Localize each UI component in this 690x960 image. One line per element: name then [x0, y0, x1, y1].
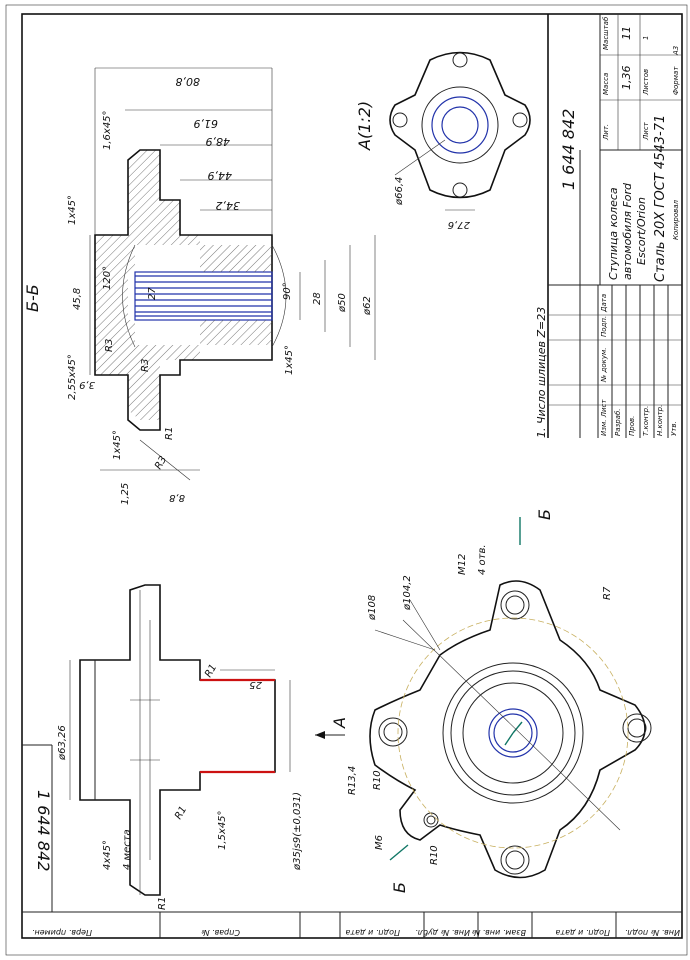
phi-50: ø50 — [337, 293, 348, 313]
dim-8-8: 8,8 — [169, 492, 185, 503]
dim-4x45: 4x45° — [102, 840, 113, 870]
radius-r7: R7 — [602, 586, 613, 600]
col-podp: Подп. — [600, 316, 608, 337]
arrow-b-lower-label: Б — [390, 882, 409, 893]
four-holes: 4 отв. — [477, 544, 488, 575]
phi-66-4: ø66,4 — [394, 177, 405, 206]
sheet-label: Лист — [642, 121, 650, 141]
dim-61-9: 61,9 — [194, 117, 219, 130]
dim-25: 25 — [249, 679, 262, 690]
detail-label: А(1:2) — [355, 101, 374, 151]
format-label: Формат — [672, 66, 680, 95]
sheets-value: 1 — [642, 36, 650, 40]
section-label: Б-Б — [23, 284, 42, 312]
dim-45-8: 45,8 — [72, 288, 83, 310]
angle-120: 120° — [102, 266, 113, 290]
inner-frame — [21, 13, 683, 939]
dim-3-9: 3,9 — [79, 379, 95, 390]
dim-2-55x45: 2,55x45° — [67, 354, 78, 400]
row-utv: Утв. — [670, 421, 678, 436]
row-tkontr: Т.контр. — [642, 406, 650, 436]
title-line-3: Escort/Orion — [635, 197, 648, 265]
title-block: 1 644 842 Ступица колеса автомобиля Ford… — [547, 14, 682, 438]
left-strip-sprav: Справ. № — [201, 928, 240, 937]
note-splines: 1. Число шлицев Z=23 — [535, 307, 548, 438]
arrow-a-label: А — [330, 717, 349, 729]
thread-m12: M12 — [457, 554, 468, 575]
thread-m6: M6 — [374, 835, 385, 850]
strip-inv-podl: Инв. № подл. — [625, 928, 680, 937]
row-nkontr: Н.контр. — [656, 405, 664, 436]
section-view-bb: Б-Б — [23, 67, 376, 505]
radius-r3-c: R3 — [153, 454, 169, 471]
mass-label: Масса — [602, 73, 610, 95]
outer-frame — [5, 4, 688, 956]
arrow-b-label: Б — [535, 509, 554, 520]
radius-r3-a: R3 — [104, 339, 115, 352]
radius-r1-d: R1 — [157, 897, 168, 910]
dim-27-6: 27,6 — [448, 219, 470, 230]
radius-r1-b: R1 — [203, 662, 219, 679]
dim-1x45-mid: 1x45° — [284, 345, 295, 375]
sheets-label: Листов — [642, 69, 650, 96]
radius-r10-a: R10 — [372, 770, 383, 790]
phi-63-26: ø63,26 — [57, 725, 68, 761]
detail-view-a: А(1:2) ø66,4 27,6 — [355, 51, 531, 230]
lit-label: Лит. — [602, 124, 610, 141]
material: Сталь 20Х ГОСТ 4543-71 — [653, 115, 668, 282]
bottom-strip: Перв. примен. Справ. № Подп. и дата Инв.… — [22, 911, 682, 938]
strip-podp-data-2: Подп. и дата — [555, 928, 610, 937]
dim-34-2: 34,2 — [216, 199, 241, 212]
side-view: ø63,26 R1 25 R1 1,5x45° ø35js9(±0,031) 4… — [57, 584, 349, 910]
row-izm: Изм. Лист — [600, 399, 608, 436]
phi-104-2: ø104,2 — [402, 575, 413, 611]
dim-1-5x45: 1,5x45° — [217, 810, 228, 850]
strip-podp-data-1: Подп. и дата — [345, 928, 400, 937]
row-razrab: Разраб. — [614, 408, 622, 436]
row-prov: Пров. — [628, 416, 636, 436]
left-strip-perv: Перв. примен. — [32, 928, 92, 937]
dim-27: 27 — [147, 287, 158, 300]
format-value: А3 — [672, 46, 680, 56]
phi-62: ø62 — [362, 296, 373, 316]
radius-r13-4: R13,4 — [347, 766, 358, 795]
radius-r3-b: R3 — [140, 359, 151, 372]
dim-80-8: 80,8 — [176, 75, 201, 88]
dim-1-6x45: 1,6x45° — [102, 110, 113, 150]
copied-label: Копировал — [672, 199, 680, 240]
phi-35: ø35js9(±0,031) — [292, 792, 303, 871]
scale-label: Масштаб — [602, 16, 610, 50]
front-view: ø108 ø104,2 M12 4 отв. R7 R13,4 R10 M6 R… — [347, 509, 652, 893]
title-line-1: Ступица колеса — [607, 187, 620, 280]
drawing-number: 1 644 842 — [559, 109, 578, 190]
dim-1-25: 1,25 — [120, 483, 131, 505]
col-data: Дата — [600, 294, 608, 313]
dim-44-9: 44,9 — [208, 169, 233, 182]
phi-108: ø108 — [367, 595, 378, 621]
drawing-number-rotated: 1 644 842 — [34, 790, 53, 871]
radius-r10-b: R10 — [429, 845, 440, 865]
radius-r1: R1 — [164, 427, 175, 440]
dim-1x45-top: 1x45° — [67, 195, 78, 225]
dim-1x45-low: 1x45° — [112, 430, 123, 460]
scale-value: 11 — [620, 26, 633, 40]
dim-48-9: 48,9 — [206, 135, 231, 148]
mass-value: 1,36 — [620, 66, 633, 91]
radius-r1-c: R1 — [173, 804, 189, 821]
left-number-strip: 1 644 842 — [22, 744, 53, 912]
title-line-2: автомобиля Ford — [621, 182, 634, 280]
strip-vzam-inv: Взам. инв. № — [472, 928, 526, 937]
angle-90: 90° — [282, 282, 293, 300]
dim-28: 28 — [312, 292, 323, 305]
four-places: 4 места — [122, 829, 133, 870]
col-ndokum: № докум. — [600, 347, 608, 383]
strip-inv-dubl: Инв. № дубл. — [415, 928, 470, 937]
